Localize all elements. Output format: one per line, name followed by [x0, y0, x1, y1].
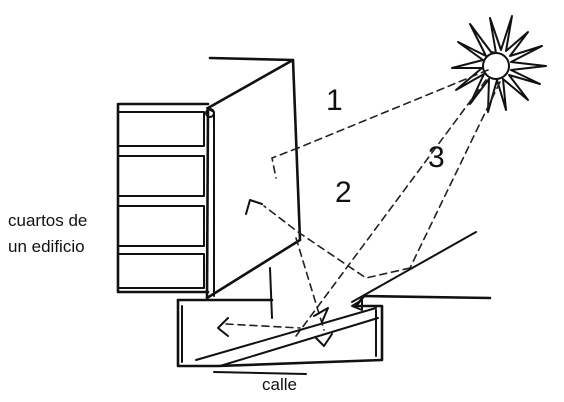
room-1: [117, 111, 205, 147]
room-4: [117, 253, 205, 289]
street-ramp-2: [219, 317, 379, 367]
ray-2-reflect-left: [225, 323, 301, 329]
building: [116, 56, 302, 319]
arrow-left: [217, 317, 229, 337]
arrows: [217, 199, 333, 347]
side-wall: [116, 102, 210, 294]
street-label: calle: [262, 375, 297, 394]
street-section: [176, 231, 492, 375]
ray-1-label: 1: [326, 84, 343, 117]
ray-3: [409, 81, 501, 269]
ray-3-label: 3: [428, 141, 445, 174]
corner-node: [205, 108, 215, 118]
street-ramp: [195, 307, 377, 361]
building-label-line1: cuartos de: [8, 211, 88, 230]
ray-2-down: [295, 237, 325, 331]
room-2: [117, 155, 205, 197]
room-3: [117, 205, 205, 247]
arrow-up-left: [245, 199, 263, 215]
ray-1: [297, 69, 489, 149]
right-building-edge: [351, 231, 477, 303]
sun-rays: [225, 69, 501, 337]
sun-icon: [451, 15, 547, 113]
roof-line: [208, 56, 295, 62]
building-label-line2: un edificio: [8, 237, 85, 256]
street-base: [213, 371, 307, 375]
street-trench: [176, 298, 384, 368]
arrow-down: [315, 333, 333, 347]
street-corner-marker: [351, 299, 363, 311]
facade-base: [269, 267, 273, 319]
arrow-up-right: [313, 307, 329, 323]
building-label: cuartos de un edificio: [8, 208, 87, 260]
building-facade: [205, 58, 302, 300]
ray-2: [295, 79, 487, 337]
ray-1-reflect: [271, 147, 299, 179]
ray-2-label: 2: [335, 176, 352, 209]
ray-3-reflect: [263, 205, 411, 279]
right-ground: [354, 294, 492, 308]
